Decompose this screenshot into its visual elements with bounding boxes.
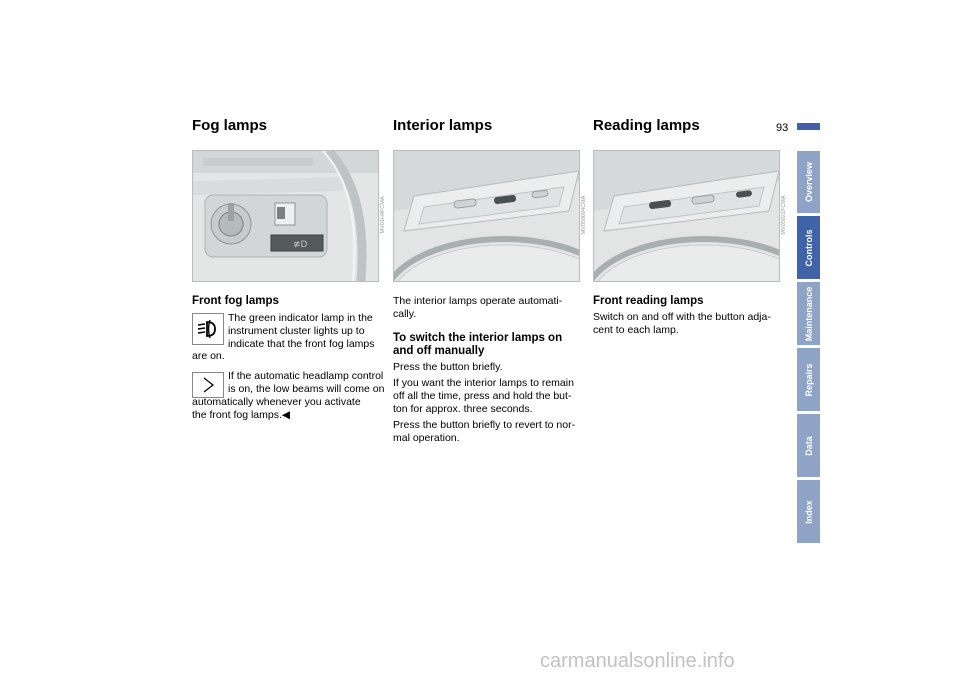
tab-label: Controls (803, 229, 814, 266)
reading-lamps-photo (593, 150, 780, 282)
tab-controls[interactable]: Controls (797, 216, 820, 279)
section-title-fog-lamps: Fog lamps (192, 117, 268, 134)
fog-p2-line4: the front fog lamps.◀ (192, 409, 290, 421)
fog-p1-line2: instrument cluster lights up to (228, 325, 365, 337)
note-triangle-icon (192, 372, 224, 398)
subhead-switch-line1: To switch the interior lamps on (393, 332, 563, 344)
fog-p2-line2: is on, the low beams will come on (228, 383, 385, 395)
interior-p1-line1: Press the button briefly. (393, 361, 503, 373)
tab-overview[interactable]: Overview (797, 151, 820, 213)
fog-lamp-icon (192, 313, 224, 345)
tab-label: Data (803, 435, 814, 456)
section-title-reading-lamps: Reading lamps (593, 117, 700, 134)
svg-text:≢D: ≢D (293, 240, 308, 250)
tab-label: Index (803, 499, 814, 524)
tab-repairs[interactable]: Repairs (797, 348, 820, 411)
reading-p1-line1: Switch on and off with the button adja- (593, 311, 771, 323)
page-marker (797, 123, 820, 130)
page-number: 93 (776, 122, 789, 134)
photo-code-3: MV05021FCMA (781, 195, 787, 235)
interior-p2-line1: If you want the interior lamps to remain (393, 377, 574, 389)
fog-lamp-switch-photo: ≢D (192, 150, 379, 282)
subhead-switch-line2: and off manually (393, 345, 485, 357)
watermark: carmanualsonline.info (540, 650, 735, 672)
section-title-interior-lamps: Interior lamps (393, 117, 493, 134)
interior-lamps-photo (393, 150, 580, 282)
tab-label: Repairs (803, 362, 814, 397)
tab-label: Overview (803, 161, 814, 203)
interior-intro-line2: cally. (393, 308, 417, 320)
fog-p1-line3: indicate that the front fog lamps (228, 338, 375, 350)
photo-code-1: MV01H4FCMA (380, 196, 386, 234)
tab-data[interactable]: Data (797, 414, 820, 477)
interior-p3-line2: mal operation. (393, 432, 460, 444)
photo-code-2: MV050094CMA (581, 195, 587, 235)
tab-maintenance[interactable]: Maintenance (797, 282, 820, 345)
fog-p1-line4: are on. (192, 350, 225, 362)
tab-index[interactable]: Index (797, 480, 820, 543)
fog-p1-line1: The green indicator lamp in the (228, 312, 373, 324)
subhead-front-fog-lamps: Front fog lamps (192, 295, 279, 307)
tab-label: Maintenance (803, 286, 814, 341)
subhead-front-reading-lamps: Front reading lamps (593, 295, 704, 307)
interior-p3-line1: Press the button briefly to revert to no… (393, 419, 576, 431)
interior-p2-line3: ton for approx. three seconds. (393, 403, 533, 415)
interior-p2-line2: off all the time, press and hold the but… (393, 390, 572, 402)
fog-p2-line1: If the automatic headlamp control (228, 370, 384, 382)
reading-p1-line2: cent to each lamp. (593, 324, 679, 336)
fog-p2-line3: automatically whenever you activate (192, 396, 361, 408)
interior-intro-line1: The interior lamps operate automati- (393, 295, 563, 307)
